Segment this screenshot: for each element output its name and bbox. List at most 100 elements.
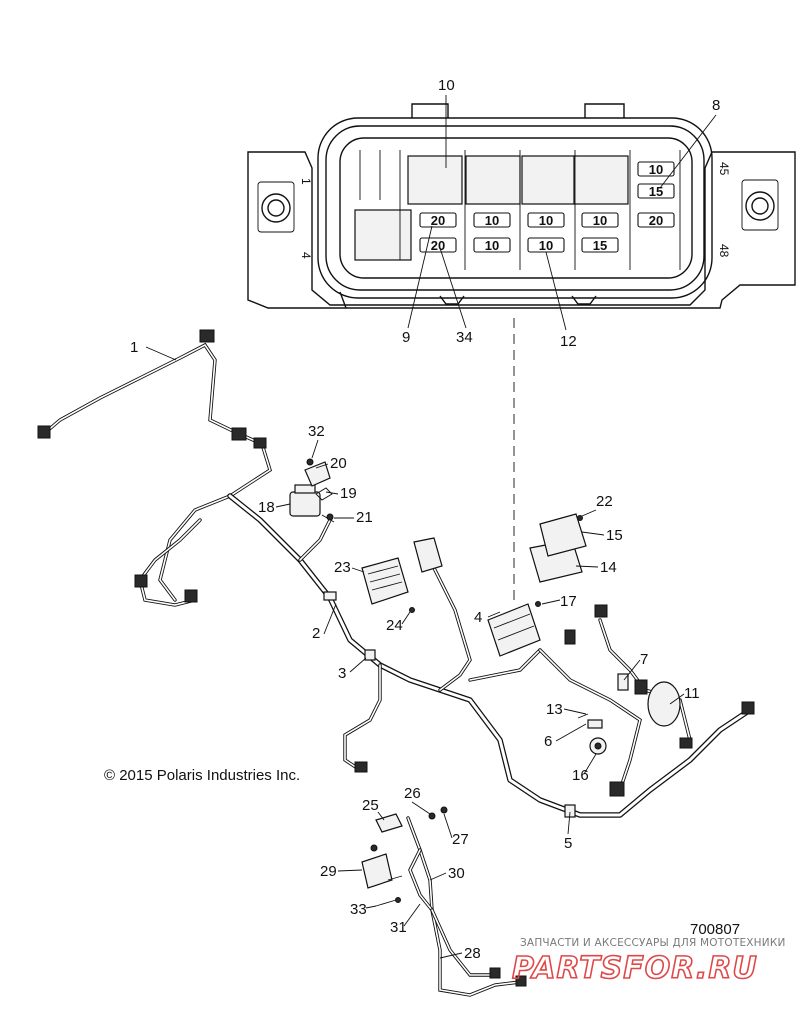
fuse-row-upper: 20 10 10 10 20	[419, 212, 675, 228]
ecu-module	[361, 557, 409, 605]
callout-20: 20	[330, 455, 347, 472]
fuse-slot	[473, 212, 511, 228]
fuse-rating-label: 10	[649, 162, 663, 177]
callout-19: 19	[340, 485, 357, 502]
watermark-tagline: ЗАПЧАСТИ И АКСЕССУАРЫ ДЛЯ МОТОТЕХНИКИ	[520, 937, 786, 949]
connector-plug	[134, 574, 148, 588]
side-label-4: 4	[299, 252, 313, 259]
callout-6: 6	[544, 733, 552, 750]
fuse-rating-label: 15	[593, 238, 607, 253]
fuse-rating-label: 20	[431, 213, 445, 228]
watermark-logo: PARTSFOR.RU	[512, 951, 758, 986]
fuse-box-leaders	[407, 95, 717, 600]
fuse-slot	[473, 237, 511, 253]
callout-18: 18	[258, 499, 275, 516]
connector-plug	[231, 427, 247, 441]
callout-9: 9	[402, 329, 410, 346]
callout-24: 24	[386, 617, 403, 634]
callout-26: 26	[404, 785, 421, 802]
callout-10: 10	[438, 77, 455, 94]
callout-leaders	[145, 346, 685, 959]
callout-11: 11	[684, 685, 700, 702]
callout-31: 31	[390, 919, 407, 936]
connector-plug	[634, 679, 648, 695]
connector-plug	[199, 329, 215, 343]
callout-7: 7	[640, 651, 648, 668]
fuse-rating-label: 20	[649, 213, 663, 228]
callout-23: 23	[334, 559, 351, 576]
callout-15: 15	[606, 527, 623, 544]
callout-28: 28	[464, 945, 481, 962]
callout-33: 33	[350, 901, 367, 918]
callout-29: 29	[320, 863, 337, 880]
fuse-slot	[581, 237, 619, 253]
diagram-number: 700807	[690, 921, 740, 938]
fuse-slot	[419, 212, 457, 228]
relay-2	[465, 155, 521, 205]
fuse-rating-label: 10	[539, 213, 553, 228]
relay-10	[407, 155, 463, 205]
fuse-rating-label: 10	[539, 238, 553, 253]
connector-plug	[679, 737, 693, 749]
fuse-slot	[637, 212, 675, 228]
connector-plug	[594, 604, 608, 618]
side-label-45: 45	[717, 162, 731, 176]
fuse-rating-label: 10	[485, 213, 499, 228]
callout-4: 4	[474, 609, 482, 626]
relay-large	[354, 209, 412, 261]
callout-30: 30	[448, 865, 465, 882]
harness-clip	[364, 649, 376, 661]
connector-plug	[354, 761, 368, 773]
callout-16: 16	[572, 767, 589, 784]
callout-5: 5	[564, 835, 572, 852]
relay-4	[573, 155, 629, 205]
fuse-rating-label: 10	[485, 238, 499, 253]
connector-plug	[609, 781, 625, 797]
side-label-1: 1	[299, 178, 313, 185]
callout-25: 25	[362, 797, 379, 814]
callout-27: 27	[452, 831, 469, 848]
connector-plug	[741, 701, 755, 715]
harness-clip	[564, 804, 576, 818]
callout-32: 32	[308, 423, 325, 440]
callout-8: 8	[712, 97, 720, 114]
connector-plug	[184, 589, 198, 603]
callout-1: 1	[130, 339, 138, 356]
fuse-rating-label: 15	[649, 184, 663, 199]
wire-harness	[37, 329, 755, 818]
callout-14: 14	[600, 559, 617, 576]
relay-module	[289, 491, 321, 517]
fuse-slot	[419, 237, 457, 253]
callout-34: 34	[456, 329, 473, 346]
fuse-rating-label: 10	[593, 213, 607, 228]
connector-plug	[564, 629, 576, 645]
callout-13: 13	[546, 701, 563, 718]
sensor-11	[647, 681, 681, 727]
side-label-48: 48	[717, 244, 731, 258]
switch-29	[361, 853, 393, 889]
harness-clip	[323, 591, 337, 601]
callout-2: 2	[312, 625, 320, 642]
callout-21: 21	[356, 509, 373, 526]
callout-12: 12	[560, 333, 577, 350]
copyright-text: © 2015 Polaris Industries Inc.	[104, 767, 300, 784]
mount-bracket	[304, 461, 331, 487]
fuse-holder	[487, 603, 541, 657]
fuse-slot	[581, 212, 619, 228]
connector-plug	[253, 437, 267, 449]
relay-3	[521, 155, 577, 205]
fuse-slot	[637, 161, 675, 177]
callouts: 1 2 3 4 5 6 7 8 9 10 11 12 13 14 15 16 1…	[130, 77, 720, 962]
callout-17: 17	[560, 593, 577, 610]
fuse-slot	[637, 183, 675, 199]
connector-plug	[37, 425, 51, 439]
callout-22: 22	[596, 493, 613, 510]
box-cover	[539, 513, 587, 557]
components	[289, 458, 681, 755]
callout-3: 3	[338, 665, 346, 682]
battery-harness	[361, 806, 527, 997]
